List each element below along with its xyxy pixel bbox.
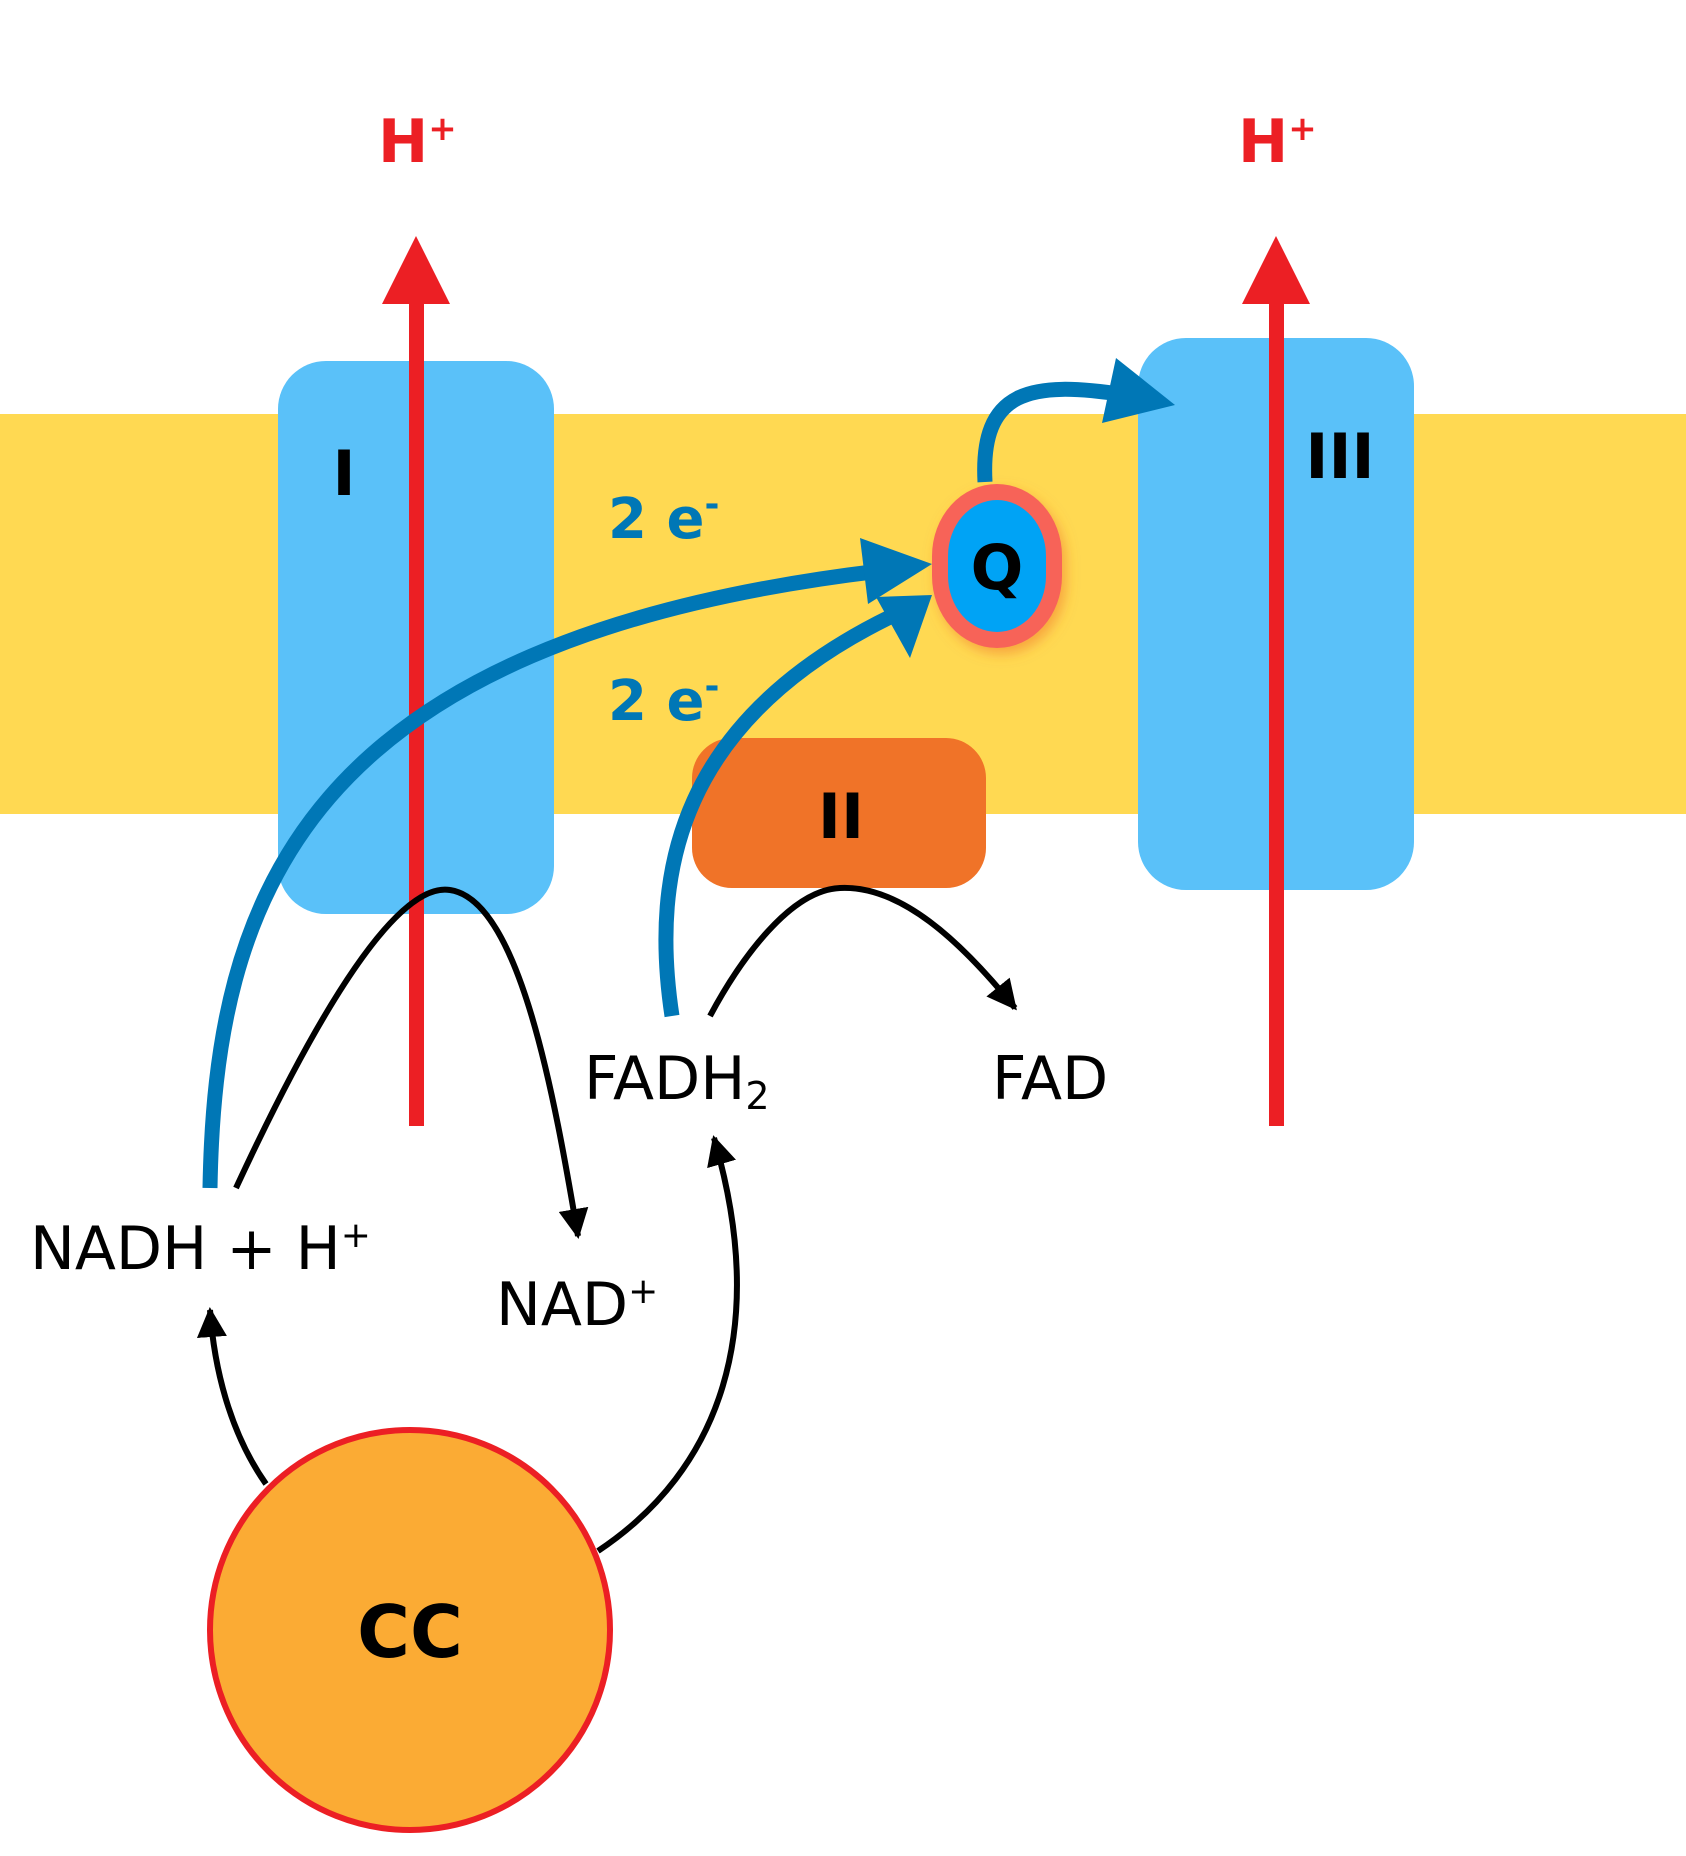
- arrow-fadh2-to-fad: [707, 884, 1018, 1018]
- nad-label: NAD+: [496, 1270, 658, 1340]
- complex-iii-label: III: [1305, 420, 1374, 493]
- complex-ii-label: II: [818, 780, 864, 853]
- proton-arrow-complex-iii: [1242, 236, 1310, 1126]
- electron-arrow-nadh-to-q: [202, 538, 932, 1189]
- citric-acid-cycle-label: CC: [357, 1590, 463, 1674]
- arrow-cc-to-fadh2: [596, 1135, 740, 1554]
- electron-label-upper: 2 e-: [608, 484, 719, 552]
- electron-arrow-fadh2-to-q: [658, 595, 932, 1018]
- fadh2-label: FADH2: [584, 1044, 770, 1118]
- complex-ii[interactable]: [692, 738, 986, 888]
- arrow-nadh-to-nad: [233, 886, 589, 1239]
- citric-acid-cycle[interactable]: [207, 1427, 613, 1833]
- electron-arrow-q-to-iii: [977, 358, 1175, 483]
- ubiquinone-label: Q: [971, 531, 1024, 604]
- complex-i-label: I: [332, 437, 355, 510]
- ubiquinone-q[interactable]: [932, 484, 1062, 648]
- arrow-cc-to-nadh: [196, 1307, 269, 1486]
- nadh-label: NADH + H+: [30, 1214, 371, 1284]
- fad-label: FAD: [992, 1044, 1108, 1114]
- proton-label-left: H+: [378, 107, 457, 177]
- proton-label-right: H+: [1238, 107, 1317, 177]
- electron-label-lower: 2 e-: [608, 666, 719, 734]
